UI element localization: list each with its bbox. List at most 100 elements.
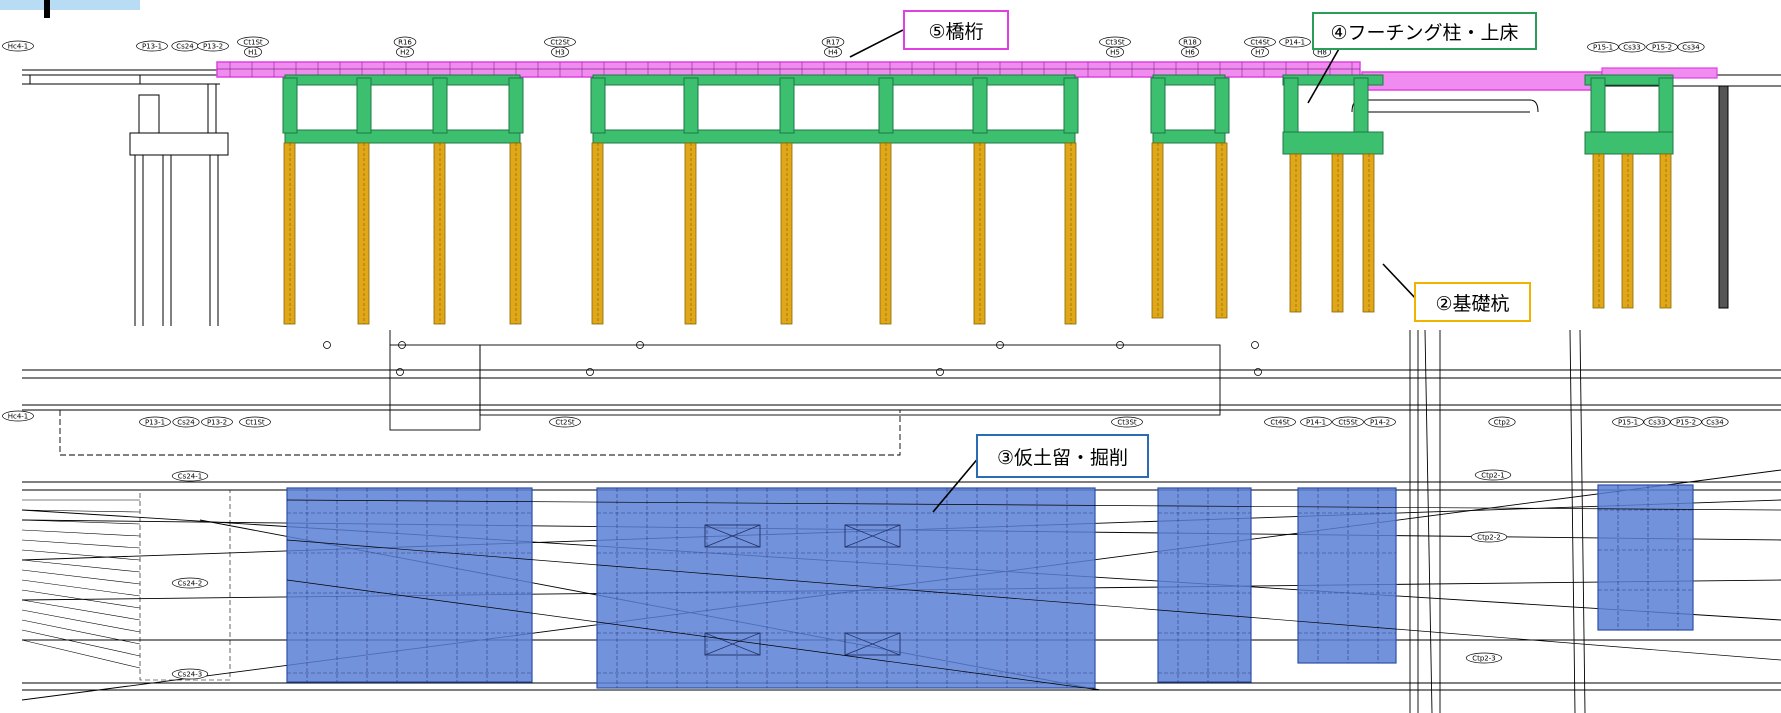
foundation-pile [283,142,296,325]
foundation-pile [780,142,793,325]
elevation-tag-label: H3 [555,49,565,57]
tag-ellipse [172,416,200,428]
plan-tag-label: Ctp2 [1494,419,1511,427]
tag-ellipse [396,46,414,58]
tag-ellipse [139,416,171,428]
plan-tag-label: P14-2 [1370,419,1390,427]
footing-callout: ④フーチング柱・上床 [1312,12,1537,50]
tag-ellipse [1106,46,1124,58]
elevation-tag-label: R17 [826,39,840,47]
plan-tag-label: Ctp2-2 [1477,534,1501,542]
opening-cross [844,632,901,656]
pier-column [356,77,372,134]
temporary-callout: ③仮土留・掘削 [976,434,1149,478]
elevation-tag-label: P15-1 [1593,44,1613,52]
foundation-pile [1659,153,1672,309]
elevation-tag-label: P13-2 [203,43,223,51]
plan-tag-label: P14-1 [1306,419,1326,427]
foundation-pile [591,142,604,325]
tag-ellipse [171,668,209,680]
upper-deck-beam [284,74,521,86]
opening-cross [704,632,761,656]
crossing-line [286,579,1101,691]
piles-callout: ②基礎杭 [1414,282,1531,322]
tag-ellipse [1332,416,1364,428]
tag-ellipse [1279,36,1311,48]
tag-ellipse [1111,416,1143,428]
girder-label: ⑤橋桁 [928,20,984,43]
pier-column [1150,77,1166,134]
elevation-tag-label: H2 [400,49,410,57]
elevation-tag-label: P14-1 [1285,39,1305,47]
bridge-girder [216,61,1718,91]
elevation-tag-label: H8 [1317,49,1327,57]
tag-ellipse [171,470,209,482]
opening-cross [704,524,761,548]
tag-ellipse [1181,46,1199,58]
tag-ellipse [201,416,233,428]
foundation-pile [684,142,697,325]
plan-hatch-left [21,489,231,681]
excavation-zone [1597,484,1694,631]
elevation-tag-label: Hc4-1 [8,43,29,51]
reference-circle [1251,341,1259,349]
tag-ellipse [1488,416,1516,428]
corner-marker [0,0,140,18]
existing-structure-right [1351,74,1781,309]
reference-circle [936,368,944,376]
foundation-pile [1151,142,1164,319]
plan-tag-label: Cs24-3 [178,671,202,679]
opening-box [844,632,901,656]
footing-beam [592,129,1076,144]
tag-ellipse [1264,416,1296,428]
plan-tag-label: Ct3St [1117,419,1137,427]
pier-column [282,77,298,134]
foundation-pile [879,142,892,325]
plan-tag-label: Cs24-2 [178,580,202,588]
foundation-pile [433,142,446,325]
opening-cross [844,524,901,548]
foundation-pile [357,142,370,325]
foundation-pile [1362,153,1375,313]
pier-column [1353,77,1369,134]
plan-tag-label: Cs24 [177,419,195,427]
footing-block [1282,131,1384,155]
elevation-tag-label: R18 [1183,39,1197,47]
excavation-zone [596,487,1096,689]
plan-tag-label: Ct4St [1270,419,1290,427]
footing-label: ④フーチング柱・上床 [1330,21,1519,44]
elevation-tag-label: Cs33 [1623,44,1640,52]
plan-tag-label: P15-1 [1618,419,1638,427]
girder-callout: ⑤橋桁 [903,10,1009,50]
footing-columns [282,74,1674,155]
pier-column [1658,77,1674,134]
elevation-tag-label: H6 [1185,49,1195,57]
tag-ellipse [197,40,229,52]
elevation-tag-label: Cs24 [176,43,194,51]
pier-column [972,77,988,134]
foundation-pile [509,142,522,325]
foundation-piles [283,142,1672,325]
pier-column [508,77,524,134]
plan-tag-label: Ct5St [1338,419,1358,427]
reference-circle [1254,368,1262,376]
tag-ellipse [1470,531,1508,543]
tag-ellipse [1364,416,1396,428]
opening-box [704,524,761,548]
existing-structure-left [22,69,229,326]
plan-tag-label: P15-2 [1676,419,1696,427]
plan-tag-label: P13-2 [207,419,227,427]
footing-beam [1152,129,1226,144]
elevation-tag-label: P13-1 [142,43,162,51]
opening-box [844,524,901,548]
tag-ellipse [1251,46,1269,58]
reference-circle [396,368,404,376]
tag-ellipse [136,40,168,52]
elevation-tag-label: H7 [1255,49,1265,57]
tag-ellipse [2,40,34,52]
excavation-zone [1157,487,1252,683]
temporary-label: ③仮土留・掘削 [996,446,1129,469]
